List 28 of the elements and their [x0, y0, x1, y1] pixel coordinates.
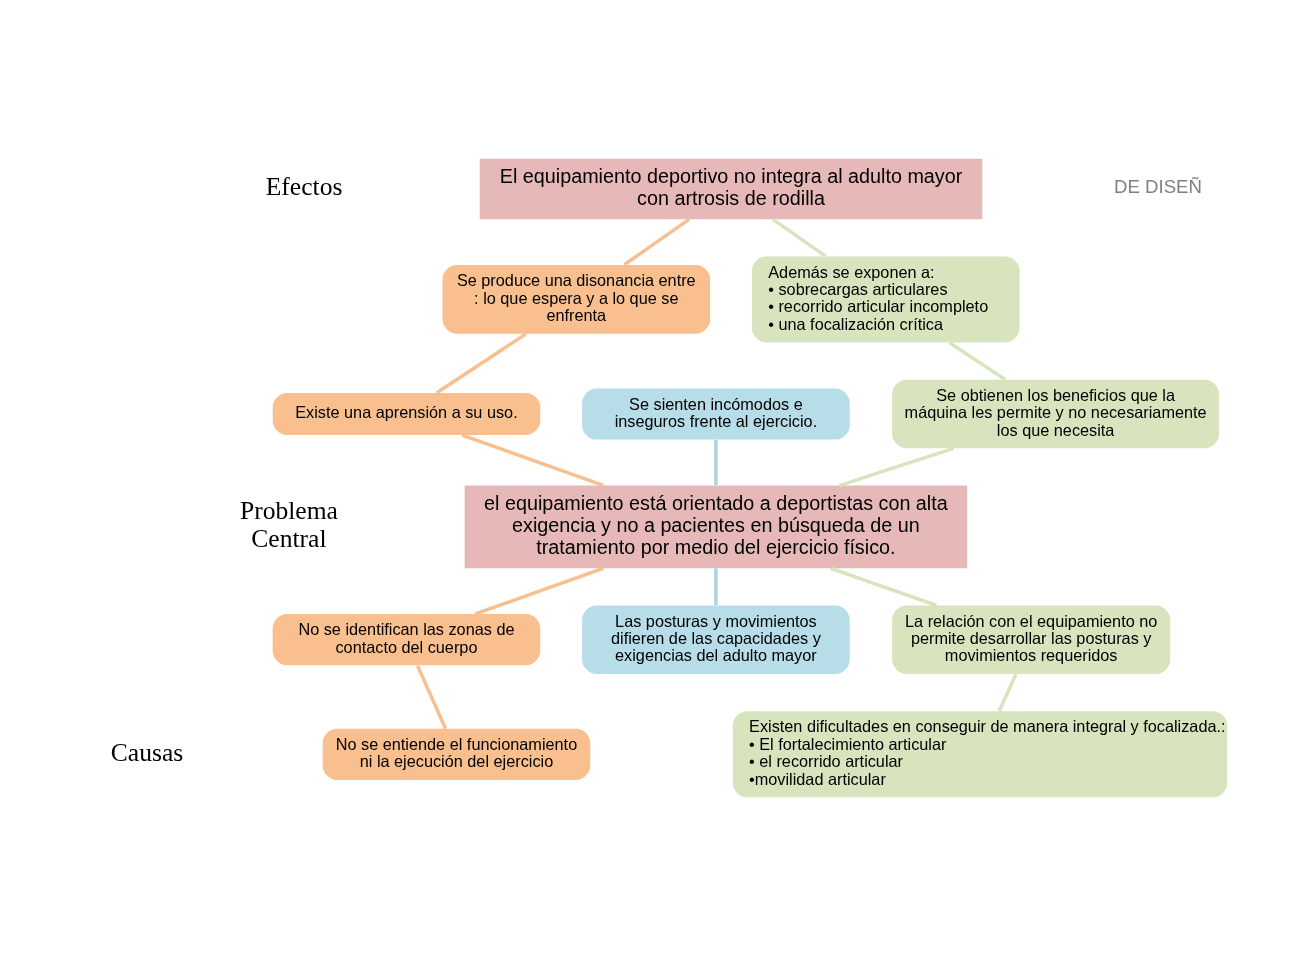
- connector: [415, 664, 448, 729]
- node-box: Las posturas y movimientos difieren de las capacidades y exigencias del adulto mayor: [582, 604, 850, 674]
- label: Problema Central: [239, 495, 338, 553]
- node-box: Existe una aprensión a su uso.: [272, 392, 541, 435]
- node-box: Existen dificultades en conseguir de manera integral y focalizada.: • El fortalecimiento articular • el recorrido articular •movilidad articular: [732, 710, 1228, 797]
- connector: [714, 567, 718, 605]
- node-box: el equipamiento está orientado a deportistas con alta exigencia y no a pacientes en búsqueda de un tratamiento por medio del ejercicio físico.: [464, 485, 968, 568]
- connector: [948, 340, 1007, 381]
- node-box: No se entiende el funcionamiento ni la ejecución del ejercicio: [322, 728, 591, 780]
- connector: [461, 432, 604, 487]
- connector: [771, 217, 827, 258]
- node-box: Se sienten incómodos e inseguros frente al ejercicio.: [582, 387, 850, 440]
- node-box: El equipamiento deportivo no integra al adulto mayor con artrosis de rodilla: [479, 158, 983, 219]
- node-box: Además se exponen a: • sobrecargas articulares • recorrido articular incompleto • una focalización crítica: [751, 255, 1020, 342]
- connector: [474, 566, 604, 616]
- node-box: Se obtienen los beneficios que la máquina les permite y no necesariamente los que necesita: [892, 379, 1220, 448]
- node-box: La relación con el equipamiento no permite desarrollar las posturas y movimientos requeridos: [892, 604, 1171, 674]
- label: DE DISEÑ: [1114, 175, 1202, 197]
- label: Causas: [110, 737, 184, 767]
- connector: [714, 439, 718, 485]
- node-box: No se identifican las zonas de contacto del cuerpo: [272, 613, 541, 665]
- connector: [997, 673, 1018, 712]
- connector: [830, 566, 937, 607]
- connector: [623, 217, 691, 266]
- label: Efectos: [265, 171, 343, 201]
- connector: [838, 446, 955, 487]
- connector: [435, 332, 527, 394]
- node-box: Se produce una disonancia entre : lo que espera y a lo que se enfrenta: [442, 264, 711, 334]
